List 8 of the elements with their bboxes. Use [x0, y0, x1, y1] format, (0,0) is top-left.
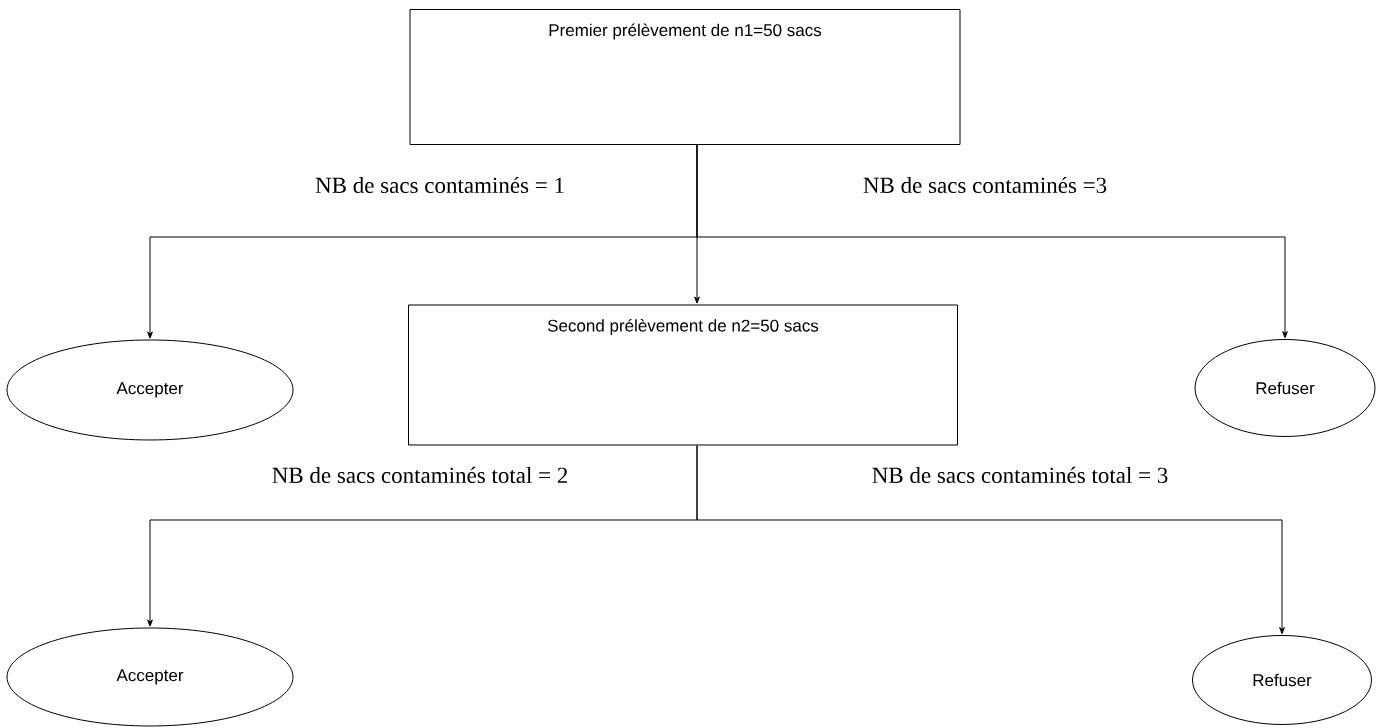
edge-label: NB de sacs contaminés =3 — [861, 175, 1109, 195]
arrow — [696, 445, 1285, 635]
process-box: Second prélèvement de n2=50 sacs — [408, 304, 958, 446]
arrow — [696, 144, 1288, 339]
edge-label: NB de sacs contaminés total = 2 — [270, 465, 570, 485]
process-box: Premier prélèvement de n1=50 sacs — [409, 9, 961, 145]
edge-label: NB de sacs contaminés = 1 — [314, 175, 566, 195]
edge-label: NB de sacs contaminés total = 3 — [870, 465, 1170, 485]
